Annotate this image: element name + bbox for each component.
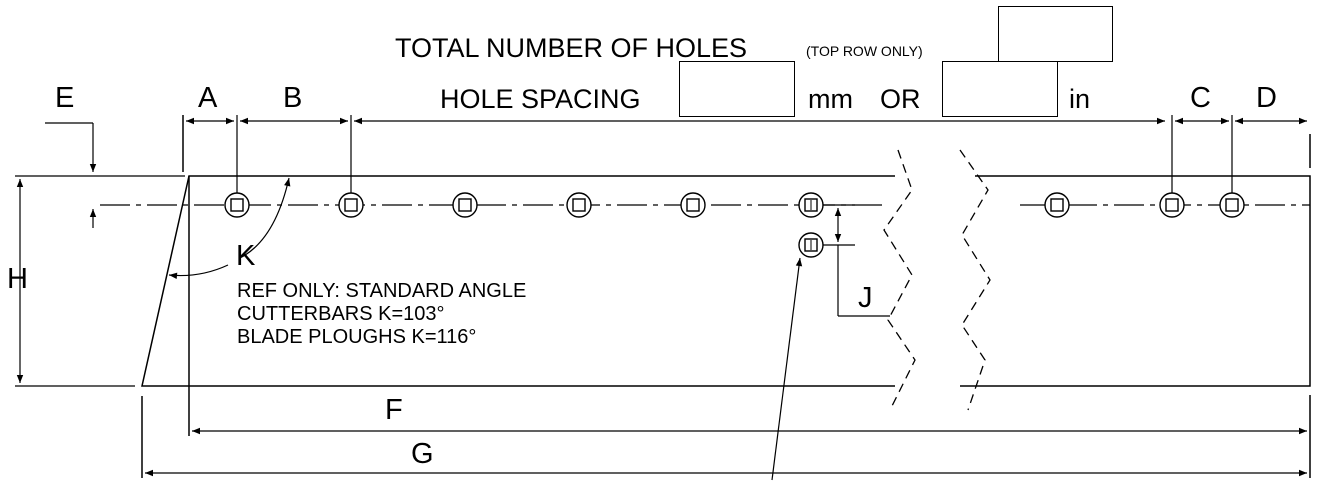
break-line-left: [883, 149, 916, 411]
hole-spacing-in-input[interactable]: [942, 61, 1058, 117]
dim-label-E: E: [55, 82, 75, 114]
dim-label-H: H: [7, 263, 28, 295]
dim-label-D: D: [1256, 82, 1277, 114]
or-label: OR: [880, 84, 921, 114]
dim-label-K: K: [236, 240, 256, 272]
hole-spacing-label: HOLE SPACING: [440, 84, 641, 114]
blade-outline-right: [960, 175, 1311, 387]
blade-outline-left: [141, 175, 895, 387]
total-holes-sublabel: (TOP ROW ONLY): [806, 43, 923, 59]
hole: [224, 192, 250, 218]
hole: [452, 192, 478, 218]
hole: [1219, 192, 1245, 218]
hole: [566, 192, 592, 218]
angle-arc-K-top: [239, 177, 291, 259]
hole: [1044, 192, 1070, 218]
hole-leader: [771, 257, 803, 481]
dim-label-A: A: [198, 82, 218, 114]
hole: [338, 192, 364, 218]
dim-label-C: C: [1190, 82, 1211, 114]
hole: [1159, 192, 1185, 218]
mm-unit-label: mm: [808, 84, 853, 114]
total-holes-label: TOTAL NUMBER OF HOLES: [395, 33, 748, 63]
note-line-1: REF ONLY: STANDARD ANGLE: [237, 280, 527, 302]
dim-label-G: G: [411, 438, 434, 470]
angle-reference-note: REF ONLY: STANDARD ANGLE CUTTERBARS K=10…: [237, 280, 526, 349]
angle-arc-K-left: [168, 264, 229, 279]
dim-label-B: B: [283, 82, 303, 114]
hole-spacing-mm-input[interactable]: [679, 61, 795, 117]
total-holes-input[interactable]: [998, 6, 1113, 62]
dim-label-F: F: [385, 394, 403, 426]
hole: [680, 192, 706, 218]
note-line-2: CUTTERBARS K=103°: [237, 303, 445, 325]
note-line-3: BLADE PLOUGHS K=116°: [237, 326, 477, 348]
break-line-right: [959, 149, 991, 411]
dim-label-J: J: [858, 282, 873, 314]
in-unit-label: in: [1069, 84, 1091, 114]
